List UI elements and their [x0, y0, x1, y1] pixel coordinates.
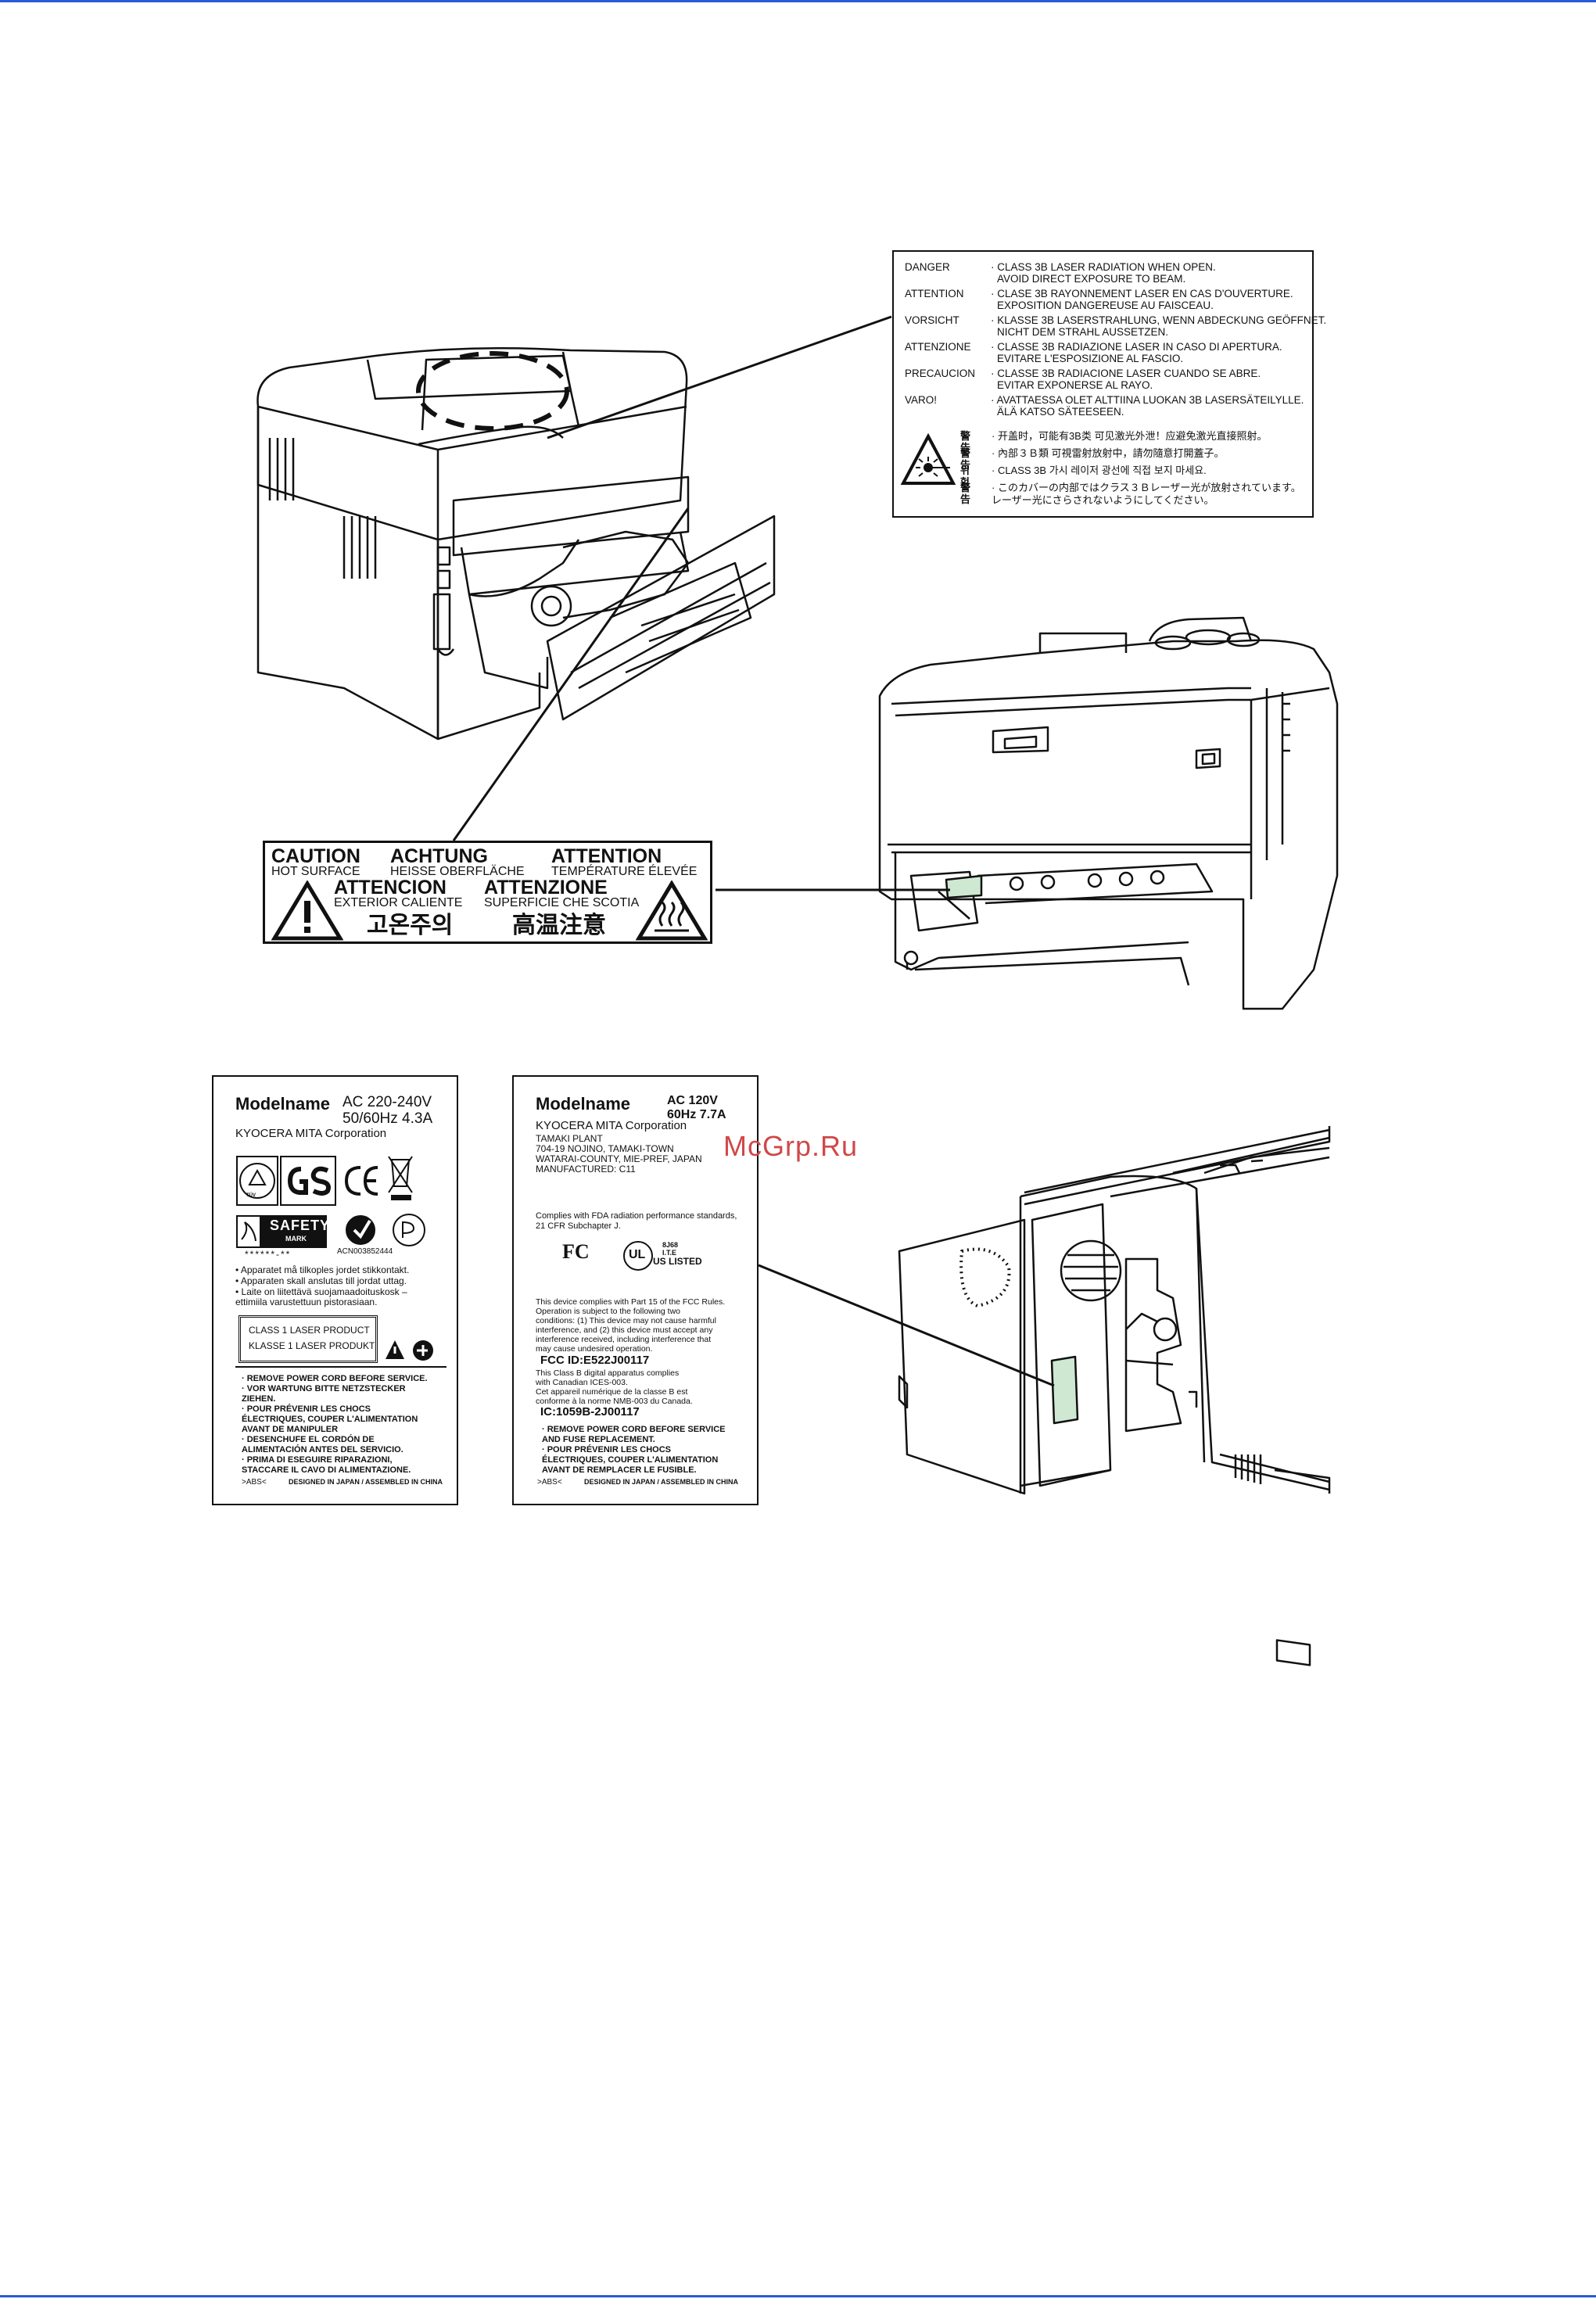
attention-sub: TEMPÉRATURE ÉLEVÉE: [551, 865, 698, 878]
plate-eu-note-1: • Apparaten skall anslutas till jordat u…: [235, 1275, 407, 1286]
attention-heading: ATTENTION: [551, 845, 662, 867]
caution-heading: CAUTION: [271, 845, 360, 867]
korean-caution: 고온주의: [367, 913, 454, 938]
plate-us-warn-4: AVANT DE REMPLACER LE FUSIBLE.: [542, 1465, 697, 1475]
plate-eu-rating2: 50/60Hz 4.3A: [343, 1110, 433, 1127]
atencion-heading: ATTENCION: [334, 877, 447, 898]
printer-front-illustration: [716, 616, 1339, 1010]
plate-eu-warn-4: ÉLECTRIQUES, COUPER L'ALIMENTATION: [242, 1415, 418, 1424]
plate-us-fcc-5: may cause undesired operation.: [536, 1344, 653, 1354]
plate-us-plant-3: MANUFACTURED: C11: [536, 1164, 636, 1175]
fc-mark-icon: FC: [562, 1240, 590, 1263]
ul-mark-icon: UL: [623, 1241, 653, 1271]
plate-us-ices-1: with Canadian ICES-003.: [536, 1378, 628, 1387]
plate-eu-cert-marks: [236, 1156, 425, 1248]
plate-us-warn-2: · POUR PRÉVENIR LES CHOCS: [542, 1445, 672, 1454]
plate-eu-class1-box: CLASS 1 LASER PRODUCT KLASSE 1 LASER PRO…: [239, 1315, 378, 1363]
plate-eu-warn-9: STACCARE IL CAVO DI ALIMENTAZIONE.: [242, 1465, 411, 1475]
plate-eu-note-0: • Apparatet må tilkoples jordet stikkont…: [235, 1264, 410, 1275]
watermark-text: McGrp.Ru: [723, 1130, 859, 1162]
plate-us-plant-1: 704-19 NOJINO, TAMAKI-TOWN: [536, 1143, 674, 1154]
ul-listed: US LISTED: [653, 1256, 702, 1267]
plate-us-fcc-id: FCC ID:E522J00117: [540, 1354, 650, 1367]
plate-us-rating1: AC 120V: [667, 1094, 718, 1107]
plate-us-rating2: 60Hz 7.7A: [667, 1108, 726, 1121]
plate-us-plant-0: TAMAKI PLANT: [536, 1133, 603, 1144]
rating-plate-us: Modelname AC 120V 60Hz 7.7A KYOCERA MITA…: [512, 1075, 759, 1505]
plate-us-warn-0: · REMOVE POWER CORD BEFORE SERVICE: [542, 1425, 726, 1434]
plate-eu-maker: KYOCERA MITA Corporation: [235, 1127, 387, 1140]
plate-eu-note-3: ettimiila varustettuun pistorasiaan.: [235, 1297, 378, 1307]
plate-eu-safety-mark: SAFETY: [270, 1218, 331, 1233]
achtung-sub: HEISSE OBERFLÄCHE: [390, 865, 525, 878]
plate-eu-warn-0: · REMOVE POWER CORD BEFORE SERVICE.: [242, 1374, 428, 1383]
plate-us-warn-3: ÉLECTRIQUES, COUPER L'ALIMENTATION: [542, 1455, 719, 1465]
plate-us-ices-0: This Class B digital apparatus complies: [536, 1368, 680, 1378]
caution-sub: HOT SURFACE: [271, 865, 360, 878]
hot-surface-icon: [636, 881, 708, 941]
plate-us-foot-right: DESIGNED IN JAPAN / ASSEMBLED IN CHINA: [584, 1478, 739, 1486]
bottom-rule: [0, 2295, 1596, 2297]
ul-code: 8J68: [662, 1241, 679, 1249]
rating-plate-eu: Modelname AC 220-240V 50/60Hz 4.3A KYOCE…: [212, 1075, 458, 1505]
atencion-sub: EXTERIOR CALIENTE: [334, 896, 463, 909]
top-rule: [0, 0, 1596, 2]
plate-us-fcc-0: This device complies with Part 15 of the…: [536, 1297, 726, 1307]
plate-us-warn-1: AND FUSE REPLACEMENT.: [542, 1435, 655, 1444]
ul-ite: I.T.E: [662, 1249, 677, 1257]
plate-us-fcc-2: conditions: (1) This device may not caus…: [536, 1316, 716, 1325]
plate-eu-warning-icons: [386, 1340, 433, 1361]
plate-us-ices-3: conforme à la norme NMB-003 du Canada.: [536, 1397, 693, 1406]
plate-eu-class1b: KLASSE 1 LASER PRODUKT: [249, 1340, 375, 1351]
chinese-caution: 高温注意: [512, 913, 606, 938]
achtung-heading: ACHTUNG: [390, 845, 488, 867]
plate-us-ices-2: Cet appareil numérique de la classe B es…: [536, 1387, 688, 1397]
plate-eu-serial: ******-**: [245, 1249, 292, 1260]
plate-us-foot-left: >ABS<: [537, 1478, 562, 1487]
plate-eu-warn-3: · POUR PRÉVENIR LES CHOCS: [242, 1404, 371, 1414]
plate-eu-foot-left: >ABS<: [242, 1478, 267, 1487]
plate-eu-safety-mark-sub: MARK: [285, 1235, 307, 1243]
plate-eu-acn: ACN003852444: [337, 1247, 393, 1256]
plate-eu-warn-6: · DESENCHUFE EL CORDÓN DE: [242, 1435, 375, 1444]
plate-eu-model: Modelname: [235, 1094, 331, 1114]
plate-eu-note-2: • Laite on liitettävä suojamaadoituskosk…: [235, 1286, 407, 1297]
plate-eu-warn-7: ALIMENTACIÓN ANTES DEL SERVICIO.: [242, 1445, 403, 1454]
plate-us-fda-1: 21 CFR Subchapter J.: [536, 1221, 621, 1231]
plate-eu-warn-5: AVANT DE MANIPULER: [242, 1425, 339, 1434]
plate-us-fda-0: Complies with FDA radiation performance …: [536, 1211, 737, 1221]
hot-surface-caution-label: CAUTION HOT SURFACE ACHTUNG HEISSE OBERF…: [263, 841, 712, 944]
plate-eu-class1: CLASS 1 LASER PRODUCT: [249, 1325, 370, 1336]
plate-eu-warn-2: ZIEHEN.: [242, 1394, 276, 1404]
printer-rear-illustration: [256, 315, 892, 841]
plate-us-model: Modelname: [536, 1094, 631, 1114]
warning-triangle-icon: [271, 881, 343, 941]
plate-us-ic: IC:1059B-2J00117: [540, 1405, 640, 1418]
laser-warning-label: DANGER· CLASS 3B LASER RADIATION WHEN OP…: [892, 250, 1326, 518]
laser-hazard-icon: [900, 433, 956, 485]
plate-eu-rating1: AC 220-240V: [343, 1094, 432, 1110]
plate-eu-tuv: TÜV: [246, 1193, 256, 1198]
plate-us-plant-2: WATARAI-COUNTY, MIE-PREF, JAPAN: [536, 1153, 702, 1164]
plate-us-maker: KYOCERA MITA Corporation: [536, 1119, 687, 1132]
plate-eu-foot-right: DESIGNED IN JAPAN / ASSEMBLED IN CHINA: [289, 1478, 443, 1486]
plate-eu-warn-1: · VOR WARTUNG BITTE NETZSTECKER: [242, 1384, 406, 1393]
plate-us-fcc-1: Operation is subject to the following tw…: [536, 1307, 681, 1316]
printer-side-illustration: [758, 1126, 1331, 1666]
attenzione-heading: ATTENZIONE: [484, 877, 608, 898]
plate-us-fcc-4: interference received, including interfe…: [536, 1335, 712, 1344]
attenzione-sub: SUPERFICIE CHE SCOTIA: [484, 896, 640, 909]
plate-eu-warn-8: · PRIMA DI ESEGUIRE RIPARAZIONI,: [242, 1455, 393, 1465]
plate-us-fcc-3: interference, and (2) this device must a…: [536, 1325, 713, 1335]
